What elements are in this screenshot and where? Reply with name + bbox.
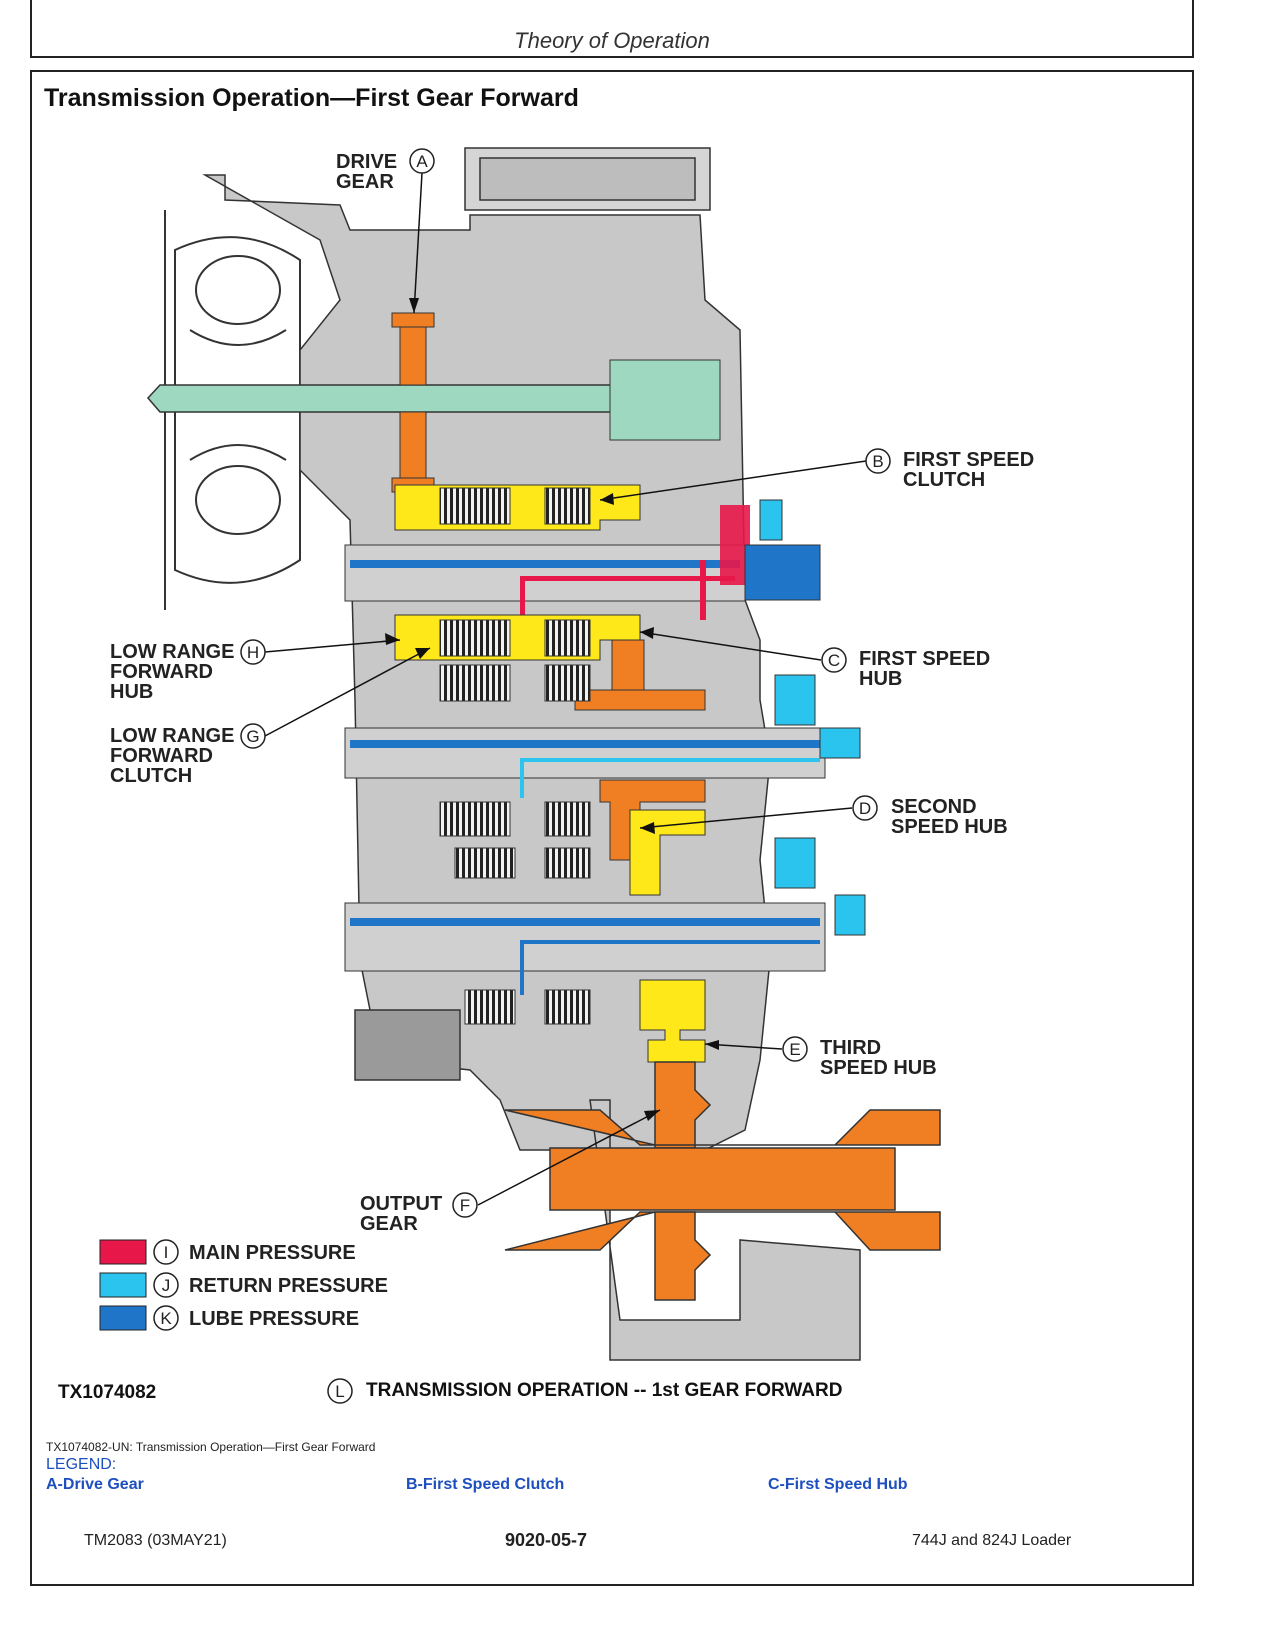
callout-b-line-2: CLUTCH	[903, 469, 985, 491]
figure-caption-marker: L	[327, 1378, 353, 1404]
callout-h-line-3: HUB	[110, 681, 153, 703]
callout-e-line-2: SPEED HUB	[820, 1057, 937, 1079]
leader-lines	[264, 172, 867, 1206]
callout-c-line-1: FIRST SPEED	[859, 648, 990, 670]
arrowheads	[385, 298, 719, 1121]
output-gear-shape	[504, 1061, 941, 1301]
legend-heading: LEGEND:	[46, 1456, 117, 1473]
pressure-legend: I MAIN PRESSURE J RETURN PRESSURE K LUBE…	[99, 1239, 388, 1331]
callout-f-line-2: GEAR	[360, 1213, 418, 1235]
legend-item-c: C-First Speed Hub	[768, 1476, 908, 1493]
running-title: Theory of Operation	[514, 28, 710, 53]
figure-caption-letter: L	[335, 1382, 344, 1401]
footer-page-number: 9020-05-7	[505, 1530, 588, 1550]
footer-doc-id: TM2083 (03MAY21)	[84, 1532, 227, 1549]
legend-lube-letter: K	[160, 1309, 172, 1328]
figure-id: TX1074082	[58, 1382, 157, 1403]
callout-f-line-1: OUTPUT	[360, 1193, 442, 1215]
countershaft-2	[344, 727, 826, 798]
legend-item-a: A-Drive Gear	[46, 1476, 144, 1493]
callout-e: E THIRD SPEED HUB	[782, 1036, 937, 1079]
callout-g-line-2: FORWARD	[110, 745, 213, 767]
callout-b: B FIRST SPEED CLUTCH	[865, 448, 1034, 491]
first-speed-clutch-shape	[394, 484, 641, 661]
page-header: Theory of Operation	[30, 0, 1194, 58]
callout-d-line-2: SPEED HUB	[891, 816, 1008, 838]
callout-c: C FIRST SPEED HUB	[821, 647, 990, 690]
footer-model: 744J and 824J Loader	[912, 1532, 1072, 1549]
callout-d: D SECOND SPEED HUB	[852, 795, 1008, 838]
input-shaft	[146, 359, 721, 441]
countershaft-1	[344, 505, 750, 656]
callout-c-line-2: HUB	[859, 668, 902, 690]
clutch-pack-row-2	[439, 664, 591, 702]
legend-return-pressure: J RETURN PRESSURE	[99, 1272, 388, 1298]
callout-a-line-2: GEAR	[336, 171, 394, 193]
callout-b-letter: B	[872, 452, 883, 471]
countershaft-3	[344, 902, 826, 995]
callout-g: LOW RANGE FORWARD CLUTCH G	[110, 723, 266, 787]
section-title: Transmission Operation—First Gear Forwar…	[44, 84, 579, 112]
second-speed-hub-shape	[439, 779, 706, 896]
content-frame	[30, 70, 1194, 1586]
legend-item-b: B-First Speed Clutch	[406, 1476, 565, 1493]
callout-d-line-1: SECOND	[891, 796, 977, 818]
callout-e-line-1: THIRD	[820, 1037, 881, 1059]
callout-f-letter: F	[460, 1196, 470, 1215]
first-speed-hub-gear	[574, 639, 706, 711]
callout-h: LOW RANGE FORWARD HUB H	[110, 639, 266, 703]
callout-c-letter: C	[828, 651, 840, 670]
legend-main-pressure: I MAIN PRESSURE	[99, 1239, 356, 1265]
legend-main-letter: I	[164, 1243, 169, 1262]
callout-h-letter: H	[247, 643, 259, 662]
legend-return-label: RETURN PRESSURE	[189, 1275, 388, 1297]
callout-h-line-2: FORWARD	[110, 661, 213, 683]
legend-return-letter: J	[162, 1276, 171, 1295]
callout-a-letter: A	[416, 152, 428, 171]
callout-g-line-1: LOW RANGE	[110, 725, 234, 747]
figure-caption: TRANSMISSION OPERATION -- 1st GEAR FORWA…	[366, 1380, 843, 1401]
callout-g-letter: G	[246, 727, 259, 746]
legend-main-label: MAIN PRESSURE	[189, 1242, 356, 1264]
callout-d-letter: D	[859, 799, 871, 818]
third-speed-hub-shape	[464, 979, 706, 1063]
callout-g-line-3: CLUTCH	[110, 765, 192, 787]
callout-e-letter: E	[789, 1040, 800, 1059]
callout-b-line-1: FIRST SPEED	[903, 449, 1034, 471]
legend-lube-label: LUBE PRESSURE	[189, 1308, 359, 1330]
callout-h-line-1: LOW RANGE	[110, 641, 234, 663]
legend-lube-pressure: K LUBE PRESSURE	[99, 1305, 359, 1331]
figure-caption-line: TX1074082-UN: Transmission Operation—Fir…	[46, 1440, 376, 1454]
callout-a-line-1: DRIVE	[336, 151, 397, 173]
callout-a: DRIVE GEAR A	[336, 148, 435, 193]
hydraulic-fittings	[744, 499, 866, 936]
callout-f: OUTPUT GEAR F	[360, 1192, 478, 1235]
